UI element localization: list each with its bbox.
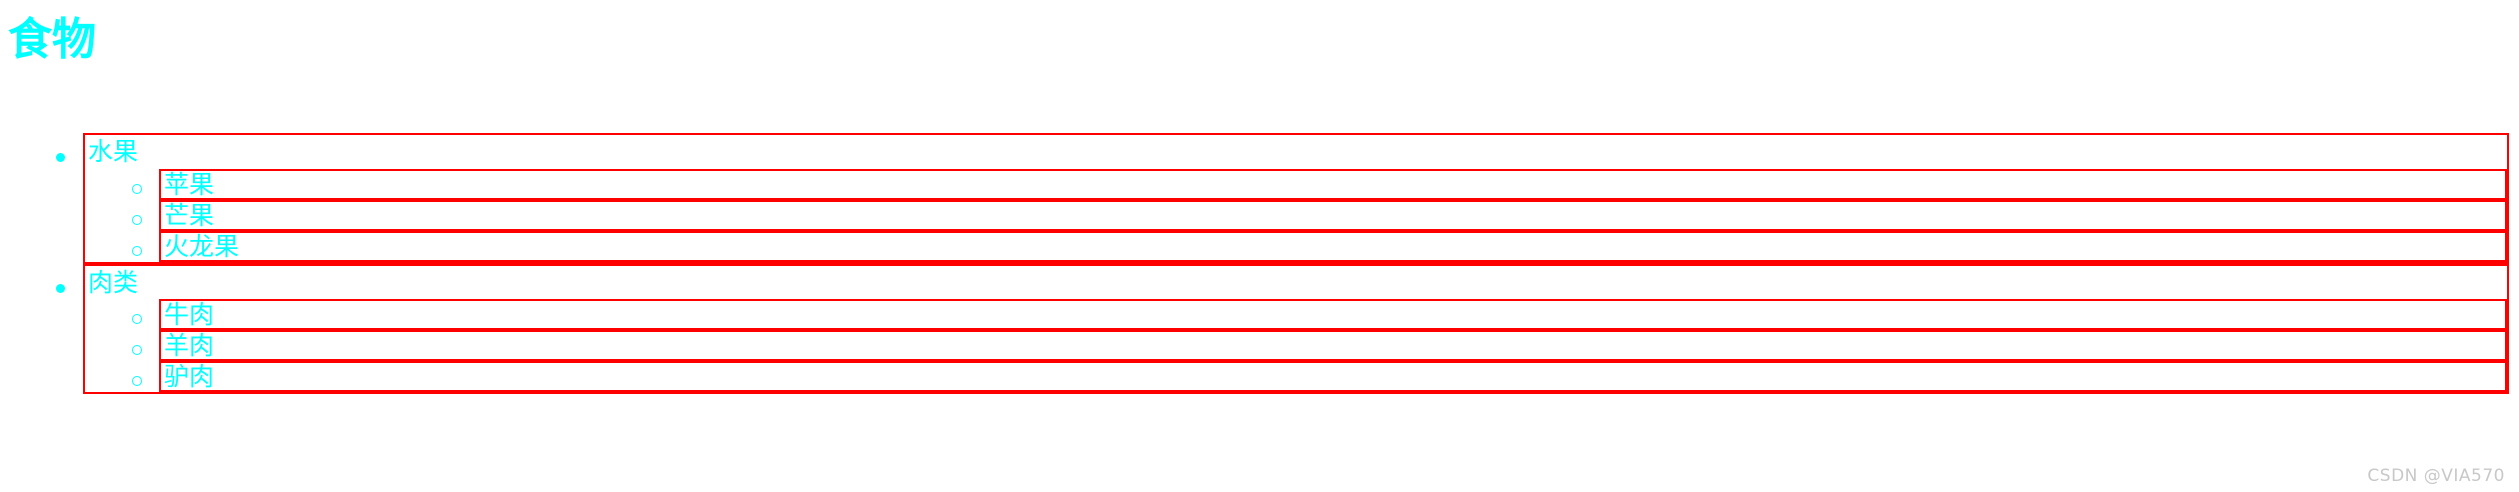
hollow-circle-icon — [132, 214, 142, 225]
hollow-circle-icon — [132, 376, 142, 386]
list-item: 苹果 — [132, 168, 2507, 200]
list-item-group: 水果 苹果 芒果 火龙果 — [56, 133, 2509, 264]
list-item-label: 牛肉 — [164, 300, 215, 329]
list-item-label: 羊肉 — [164, 331, 215, 360]
list-item: 驴肉 — [132, 361, 2507, 392]
list-item: 牛肉 — [132, 299, 2507, 330]
list-item: 火龙果 — [132, 230, 2507, 262]
list-item-label: 驴肉 — [164, 362, 215, 391]
page-title: 食物 — [8, 14, 96, 65]
list-item-label: 芒果 — [164, 200, 215, 230]
list-item: 羊肉 — [132, 330, 2507, 361]
nested-list: 苹果 芒果 火龙果 — [132, 168, 2507, 262]
hollow-circle-icon — [132, 314, 142, 324]
filled-disc-icon — [56, 283, 65, 293]
watermark: CSDN @VIA570 — [2367, 466, 2505, 486]
filled-disc-icon — [56, 153, 65, 162]
nested-list: 牛肉 羊肉 驴肉 — [132, 299, 2507, 392]
list-item-label: 肉类 — [88, 267, 139, 297]
list-item-label: 火龙果 — [164, 231, 240, 261]
food-list: 水果 苹果 芒果 火龙果 肉类 牛肉 羊肉 — [0, 133, 2519, 394]
list-item-group: 肉类 牛肉 羊肉 驴肉 — [56, 263, 2509, 394]
hollow-circle-icon — [132, 183, 142, 194]
list-item-label: 水果 — [88, 137, 139, 166]
hollow-circle-icon — [132, 245, 142, 256]
list-item-label: 苹果 — [164, 169, 215, 199]
hollow-circle-icon — [132, 345, 142, 355]
list-item: 芒果 — [132, 199, 2507, 231]
